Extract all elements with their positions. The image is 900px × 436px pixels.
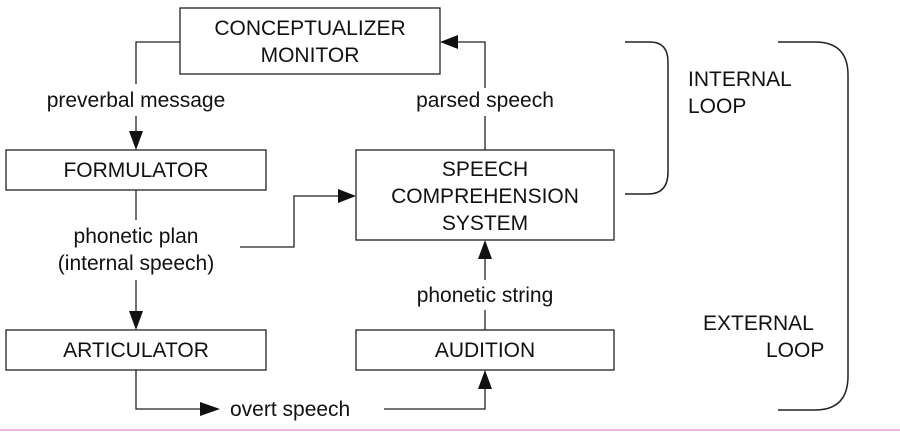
speech-comprehension-label-line3: SYSTEM xyxy=(442,212,528,235)
conceptualizer-monitor-box: CONCEPTUALIZER MONITOR xyxy=(179,7,441,75)
external-loop-label-line2: LOOP xyxy=(766,339,824,362)
label-phonetic-string: phonetic string xyxy=(417,284,554,307)
speech-comprehension-label-line1: SPEECH xyxy=(442,158,528,181)
formulator-box: FORMULATOR xyxy=(5,149,267,191)
speech-comprehension-label-line2: COMPREHENSION xyxy=(391,185,579,208)
articulator-box: ARTICULATOR xyxy=(5,329,267,371)
edge-audition-to-comprehension xyxy=(478,240,492,330)
arrowhead-down xyxy=(129,131,143,150)
articulator-label: ARTICULATOR xyxy=(63,339,209,362)
formulator-label: FORMULATOR xyxy=(63,159,208,182)
label-preverbal-message: preverbal message xyxy=(47,89,226,112)
audition-label: AUDITION xyxy=(435,339,535,362)
edge-formulator-to-articulator xyxy=(129,190,143,330)
speech-comprehension-box: SPEECH COMPREHENSION SYSTEM xyxy=(355,149,615,241)
label-overt-speech: overt speech xyxy=(230,398,350,421)
edge-comprehension-to-conceptualizer xyxy=(440,35,486,150)
edge-phonetic-plan-to-comprehension xyxy=(240,189,356,248)
arrowhead-up xyxy=(478,240,492,259)
external-loop-brace xyxy=(778,41,849,411)
arrowhead-up xyxy=(478,370,492,389)
edge-articulator-to-audition xyxy=(135,370,492,416)
arrowhead-down xyxy=(129,311,143,330)
label-phonetic-plan-line2: (internal speech) xyxy=(58,252,214,275)
conceptualizer-label-line1: CONCEPTUALIZER xyxy=(214,17,405,40)
internal-loop-label-line1: INTERNAL xyxy=(688,68,792,91)
edge-conceptualizer-to-formulator xyxy=(129,41,180,150)
conceptualizer-label-line2: MONITOR xyxy=(261,44,360,67)
internal-loop-brace xyxy=(625,41,669,195)
label-phonetic-plan-line1: phonetic plan xyxy=(74,225,199,248)
arrowhead-left xyxy=(440,35,458,49)
audition-box: AUDITION xyxy=(355,329,615,371)
internal-loop-label-line2: LOOP xyxy=(688,95,746,118)
external-loop-label-line1: EXTERNAL xyxy=(703,312,814,335)
arrowhead-right xyxy=(200,402,220,416)
arrowhead-right xyxy=(338,189,356,203)
label-parsed-speech: parsed speech xyxy=(416,89,554,112)
